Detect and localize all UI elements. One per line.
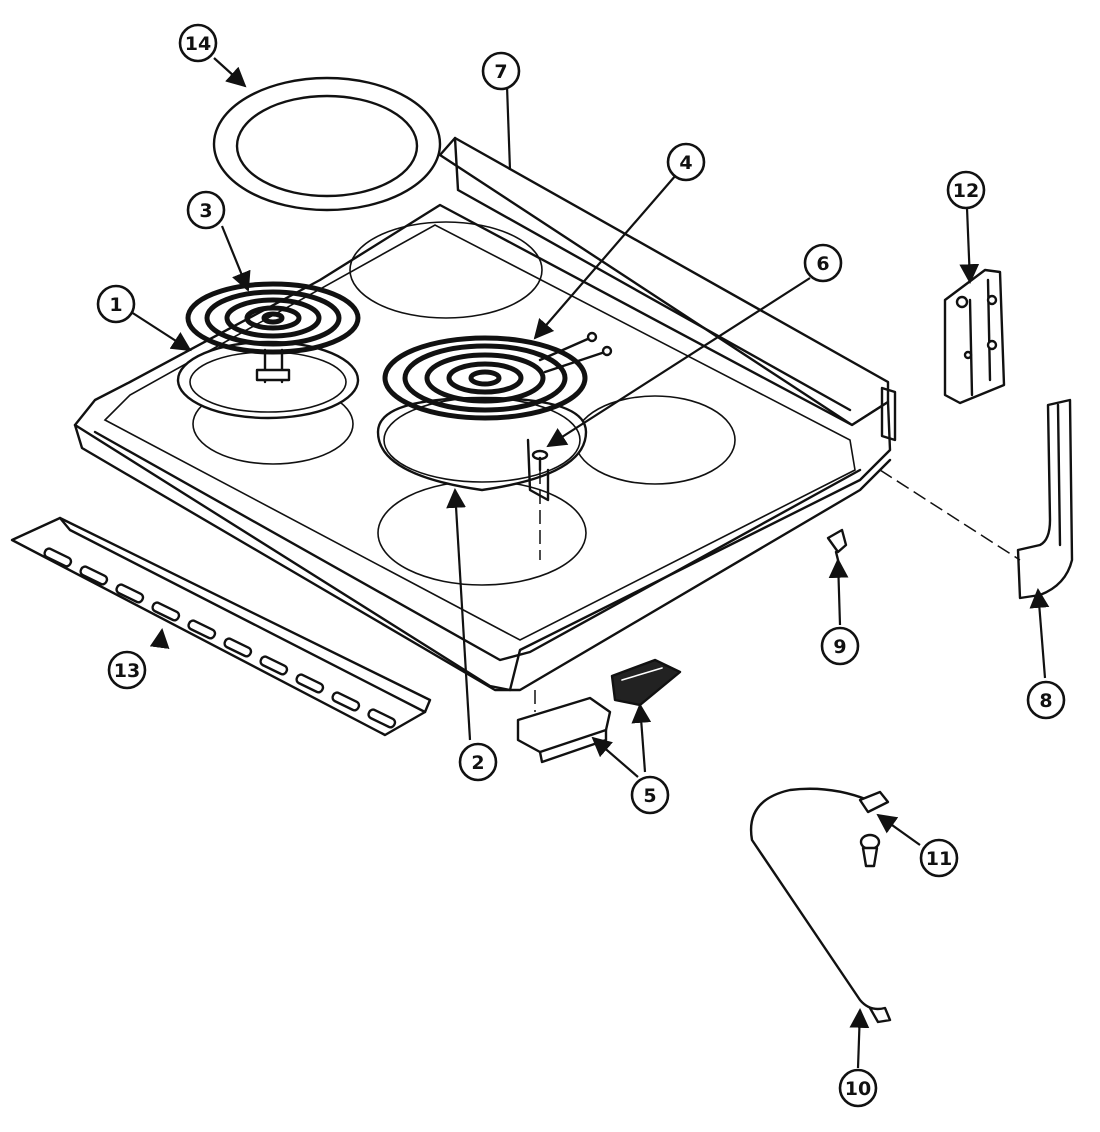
- vent-strip-part: [10, 516, 432, 737]
- callout-10: 10: [838, 1068, 878, 1108]
- callout-8: 8: [1026, 680, 1066, 720]
- callout-label: 9: [833, 636, 846, 658]
- surface-element-large-part: [382, 331, 613, 421]
- surface-element-small-part: [185, 281, 361, 384]
- bracket-part-12: [943, 268, 1006, 405]
- callout-label: 1: [109, 294, 122, 316]
- callout-label: 7: [494, 61, 507, 83]
- callout-11: 11: [919, 838, 959, 878]
- receptacle-part: [516, 658, 682, 764]
- clip-part: [826, 528, 848, 562]
- side-trim-part: [879, 398, 1074, 600]
- callout-3: 3: [186, 190, 226, 230]
- callout-7: 7: [481, 51, 521, 91]
- callout-1: 1: [96, 284, 136, 324]
- callout-label: 6: [816, 253, 829, 275]
- callout-label: 11: [926, 848, 952, 870]
- screw-part-6: [531, 449, 549, 560]
- callout-label: 3: [199, 200, 212, 222]
- callout-2: 2: [458, 742, 498, 782]
- callout-label: 8: [1039, 690, 1052, 712]
- callout-label: 14: [185, 33, 211, 55]
- callout-label: 10: [845, 1078, 871, 1100]
- leader-lines: [127, 57, 1050, 1069]
- callout-12: 12: [946, 170, 986, 210]
- callout-4: 4: [666, 142, 706, 182]
- callout-9: 9: [820, 626, 860, 666]
- callout-label: 2: [471, 752, 484, 774]
- wire-part: [749, 787, 892, 1024]
- callout-6: 6: [803, 243, 843, 283]
- callout-label: 4: [679, 152, 692, 174]
- callout-5: 5: [630, 775, 670, 815]
- callout-13: 13: [107, 650, 147, 690]
- screw-part-11: [859, 833, 881, 868]
- callout-label: 13: [114, 660, 140, 682]
- trim-ring-part: [212, 76, 442, 212]
- callout-label: 5: [643, 785, 656, 807]
- callout-14: 14: [178, 23, 218, 63]
- callout-label: 12: [953, 180, 979, 202]
